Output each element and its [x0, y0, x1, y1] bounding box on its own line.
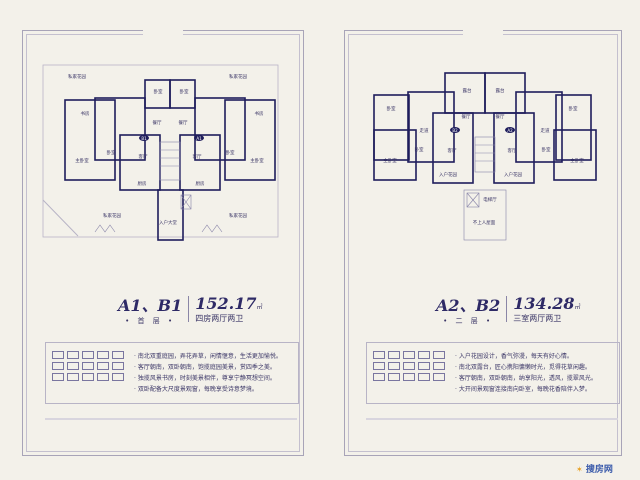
floor-label: • 二 层 •	[443, 317, 494, 325]
left-features-box: · 南北双重庭园，弄花弄草，闲情惬意，生活更加愉悦。 · 客厅朝南，双卧朝南，饱…	[45, 342, 299, 404]
bedroom-label: 卧室	[180, 88, 189, 95]
ornament-icon	[146, 26, 500, 34]
master-bedroom-label: 主卧室	[250, 157, 264, 164]
bedroom-label: 卧室	[569, 105, 578, 112]
feature-item: · 客厅朝南，双卧朝南，纳享阳光，透风，揽翠风光。	[455, 375, 597, 382]
dining-label: 餐厅	[179, 119, 188, 126]
bedroom-label: 卧室	[415, 146, 424, 153]
entry-garden-label: 入户花园	[504, 171, 522, 178]
area-value: 152.17	[195, 294, 257, 313]
unit-badge-a1: A1	[196, 136, 202, 141]
kitchen-label: 厨房	[196, 180, 205, 187]
feature-item: · 独揽风景书房，时刻美景相伴，尊享宁静冥想空间。	[134, 375, 276, 382]
unit-badge-b1: B1	[141, 136, 147, 141]
living-room-label: 客厅	[193, 153, 202, 160]
feature-item: · 南北双重庭园，弄花弄草，闲情惬意，生活更加愉悦。	[134, 353, 282, 360]
feature-item: · 南北双露台，匠心携阳慵懒时光，觅得花草闲趣。	[455, 364, 591, 371]
garden-label: 私家花园	[103, 212, 121, 219]
corridor-label: 走道	[541, 127, 550, 134]
master-bedroom-label: 主卧室	[75, 157, 89, 164]
right-panel-frame	[344, 25, 622, 456]
divider	[506, 296, 508, 322]
bedroom-label: 卧室	[226, 149, 235, 156]
feature-item: · 双卧配备大尺度景观窗，每晚享受诗意梦境。	[134, 386, 258, 393]
location-thumbnails	[52, 351, 124, 381]
study-label: 书房	[81, 110, 90, 117]
feature-item: · 大开间景观窗连接南向卧室，每晚花香陪伴入梦。	[455, 386, 591, 393]
master-bedroom-label: 主卧室	[570, 157, 584, 164]
corridor-label: 走道	[420, 127, 429, 134]
elevator-hall-label: 电梯厅	[483, 196, 497, 203]
entry-garden-label: 入户花园	[439, 171, 457, 178]
terrace-label: 露台	[463, 87, 472, 94]
layout-label: 四房两厅两卫	[195, 314, 244, 323]
bedroom-label: 卧室	[154, 88, 163, 95]
roof-label: 不上人屋面	[473, 219, 496, 226]
dining-label: 餐厅	[496, 113, 505, 120]
kitchen-label: 厨房	[138, 180, 147, 187]
divider	[188, 296, 190, 322]
area-unit: ㎡	[574, 304, 581, 311]
feature-item: · 客厅朝南，双卧朝南，饱揽庭园美景，赏四季之美。	[134, 364, 276, 371]
garden-label: 私家花园	[229, 73, 247, 80]
floor-label: • 首 层 •	[125, 317, 176, 325]
room-labels: 私家花园 私家花园 私家花园 私家花园 卧室 卧室 书房 书房 餐厅 餐厅 卧室…	[68, 73, 264, 226]
right-features-box: · 入户花园设计，香气弥漫，每天有好心情。 · 南北双露台，匠心携阳慵懒时光，觅…	[366, 342, 620, 404]
location-thumbnails	[373, 351, 445, 381]
ornament	[463, 25, 503, 37]
garden-label: 私家花园	[68, 73, 86, 80]
unit-badge-a2: A2	[507, 128, 513, 133]
ornament	[143, 25, 183, 37]
dining-label: 餐厅	[462, 113, 471, 120]
unit-code: A1、B1	[118, 296, 183, 315]
watermark-text: 搜房网	[585, 465, 613, 475]
lobby-label: 入户大堂	[159, 219, 177, 226]
bedroom-label: 卧室	[107, 149, 116, 156]
living-room-label: 客厅	[139, 153, 148, 160]
terrace-label: 露台	[496, 87, 505, 94]
area-value: 134.28	[513, 294, 575, 313]
layout-label: 三室两厅两卫	[513, 314, 562, 323]
right-floor-plan: 露台 露台 卧室 卧室 餐厅 餐厅 走道 走道 卧室 卧室 客厅 客厅 主卧室 …	[373, 72, 597, 241]
left-panel-frame	[22, 25, 304, 456]
area-unit: ㎡	[256, 304, 263, 311]
logo-icon: ✶	[576, 465, 583, 474]
unit-badge-b2: B2	[452, 128, 458, 133]
watermark-logo: ✶ 搜房网	[576, 462, 613, 475]
fine-print	[366, 418, 618, 420]
bedroom-label: 卧室	[542, 146, 551, 153]
fine-print	[45, 418, 297, 420]
garden-label: 私家花园	[229, 212, 247, 219]
study-label: 书房	[255, 110, 264, 117]
feature-item: · 入户花园设计，香气弥漫，每天有好心情。	[455, 353, 573, 360]
bedroom-label: 卧室	[387, 105, 396, 112]
living-room-label: 客厅	[508, 147, 517, 154]
master-bedroom-label: 主卧室	[383, 157, 397, 164]
living-room-label: 客厅	[448, 147, 457, 154]
unit-code: A2、B2	[436, 296, 501, 315]
dining-label: 餐厅	[153, 119, 162, 126]
left-floor-plan: 私家花园 私家花园 私家花园 私家花园 卧室 卧室 书房 书房 餐厅 餐厅 卧室…	[42, 64, 279, 241]
room-labels: 露台 露台 卧室 卧室 餐厅 餐厅 走道 走道 卧室 卧室 客厅 客厅 主卧室 …	[383, 87, 584, 226]
